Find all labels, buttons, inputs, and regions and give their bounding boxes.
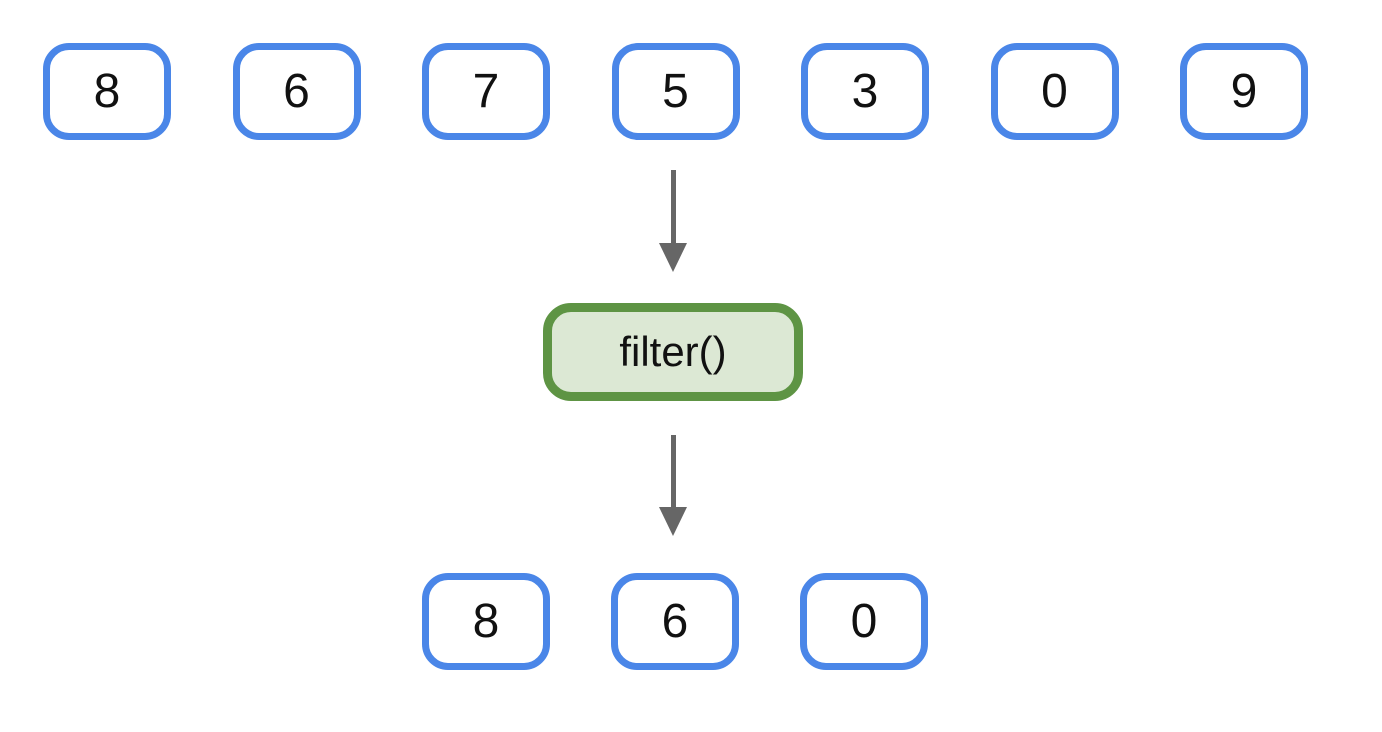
output-array-box-0: 8 [422,573,550,670]
arrow-stem [670,170,676,243]
arrow-stem [670,435,676,507]
filter-function-box: filter() [543,303,803,401]
filter-function-label: filter() [619,328,727,375]
output-array-box-2: 0 [800,573,928,670]
input-array-value-2: 7 [472,64,500,118]
input-array-value-0: 8 [93,64,121,118]
input-array-value-3: 5 [662,64,689,118]
arrow-head-icon [659,507,687,536]
input-array-box-6: 9 [1180,43,1308,140]
output-array-row: 8 6 0 [422,573,928,670]
arrow-head-icon [659,243,687,272]
input-array-value-6: 9 [1230,64,1258,118]
input-array-box-1: 6 [232,43,361,140]
input-array-value-4: 3 [851,64,879,118]
input-array-box-0: 8 [43,43,171,140]
output-array-value-2: 0 [850,594,878,648]
input-array-box-2: 7 [422,43,550,140]
output-array-value-0: 8 [472,594,500,648]
input-array-value-1: 6 [283,64,310,118]
input-array-box-5: 0 [990,43,1119,140]
output-array-box-1: 6 [611,573,739,670]
arrow-down-input-to-filter [658,170,688,272]
arrow-down-filter-to-output [658,435,688,536]
input-array-row: 8 6 7 5 3 0 9 [43,43,1308,140]
output-array-value-1: 6 [661,594,689,648]
input-array-box-3: 5 [611,43,740,140]
input-array-value-5: 0 [1041,64,1068,118]
input-array-box-4: 3 [801,43,929,140]
